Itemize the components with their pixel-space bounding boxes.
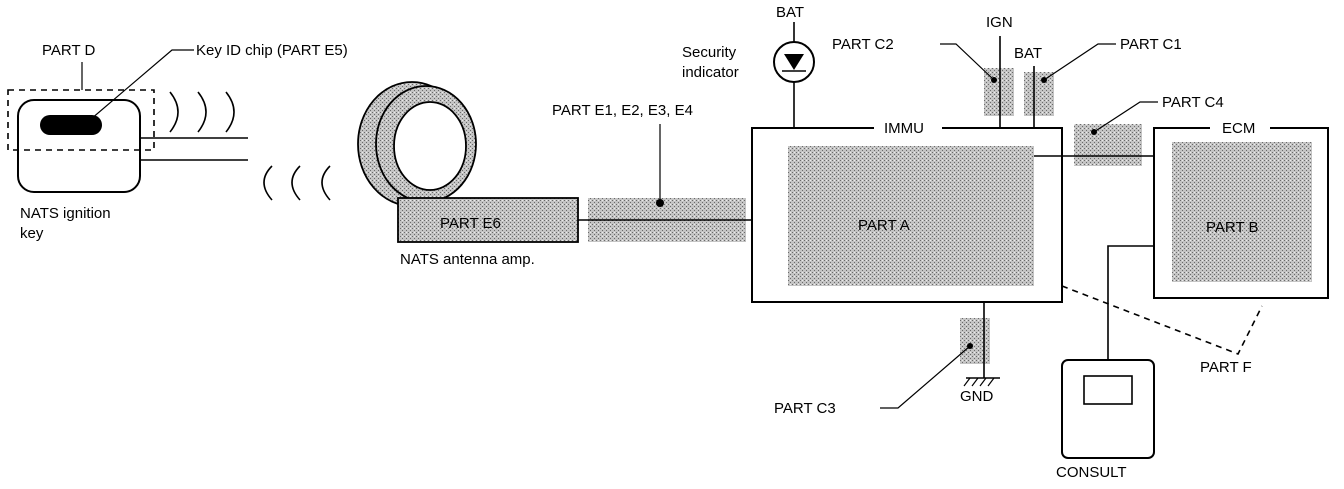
nats-key-label-line1: NATS ignition [20, 205, 111, 222]
part-a-label-bg [850, 212, 954, 236]
immu-label: IMMU [884, 120, 924, 137]
ecm-to-consult-wire [1107, 245, 1154, 360]
consult-tool [1061, 359, 1155, 459]
security-label-line1: Security [682, 44, 737, 61]
part-c2-leader [940, 43, 995, 81]
signal-arc-5 [291, 165, 301, 201]
antenna-coil [357, 81, 477, 207]
nats-key-label-line2: key [20, 225, 44, 242]
part-c3-leader [880, 345, 971, 409]
part-d-label: PART D [42, 42, 96, 59]
signal-arc-6 [321, 165, 331, 201]
consult-screen [1083, 375, 1133, 405]
part-c4-shade [1074, 124, 1142, 166]
part-e6-label: PART E6 [440, 215, 501, 232]
part-c1-shade [1024, 72, 1054, 116]
gnd-label: GND [960, 388, 994, 405]
part-e-leader-dot [656, 199, 664, 207]
ecm-label: ECM [1222, 120, 1255, 137]
ground-hatch-2 [971, 377, 979, 387]
part-c4-leader-dot [1091, 129, 1097, 135]
ign-label: IGN [986, 14, 1013, 31]
part-c1-leader [1043, 43, 1116, 81]
part-c4-label: PART C4 [1162, 94, 1224, 111]
ground-hatch-4 [987, 377, 995, 387]
coil-hole [393, 101, 467, 191]
part-c1-label: PART C1 [1120, 36, 1182, 53]
signal-arc-3 [225, 91, 235, 133]
part-b-label: PART B [1206, 219, 1259, 236]
part-c3-shade [960, 318, 990, 364]
part-c3-label: PART C3 [774, 400, 836, 417]
part-d-outline [7, 89, 155, 151]
nats-ignition-key [7, 89, 331, 201]
security-label-line2: indicator [682, 64, 739, 81]
part-b-area [1172, 142, 1312, 282]
part-f-dashed-link [1061, 285, 1263, 356]
immu-title-bg [874, 119, 942, 137]
key-id-chip-label: Key ID chip (PART E5) [196, 42, 348, 59]
key-id-chip [40, 115, 102, 135]
consult-label: CONSULT [1056, 464, 1127, 481]
part-c2-leader-dot [991, 77, 997, 83]
part-b-label-bg [1196, 214, 1288, 238]
antenna-amp-box [397, 197, 579, 243]
part-c4-leader [1093, 101, 1158, 133]
part-e1-e4-label: PART E1, E2, E3, E4 [552, 102, 693, 119]
antenna-amp-label: NATS antenna amp. [400, 251, 535, 268]
signal-arc-1 [169, 91, 179, 133]
diode-symbol [784, 54, 804, 70]
ground-hatch-1 [963, 377, 971, 387]
key-id-chip-leader [83, 49, 194, 126]
part-c3-leader-dot [967, 343, 973, 349]
bat-right-label: BAT [1014, 45, 1042, 62]
ground-hatch-3 [979, 377, 987, 387]
key-body [17, 99, 141, 193]
part-c2-label: PART C2 [832, 36, 894, 53]
signal-arc-4 [263, 165, 273, 201]
ecm-title-bg [1210, 119, 1270, 137]
part-c1-leader-dot [1041, 77, 1047, 83]
part-a-label: PART A [858, 217, 910, 234]
signal-arc-2 [197, 91, 207, 133]
part-f-label: PART F [1200, 359, 1252, 376]
bat-top-label: BAT [776, 4, 804, 21]
